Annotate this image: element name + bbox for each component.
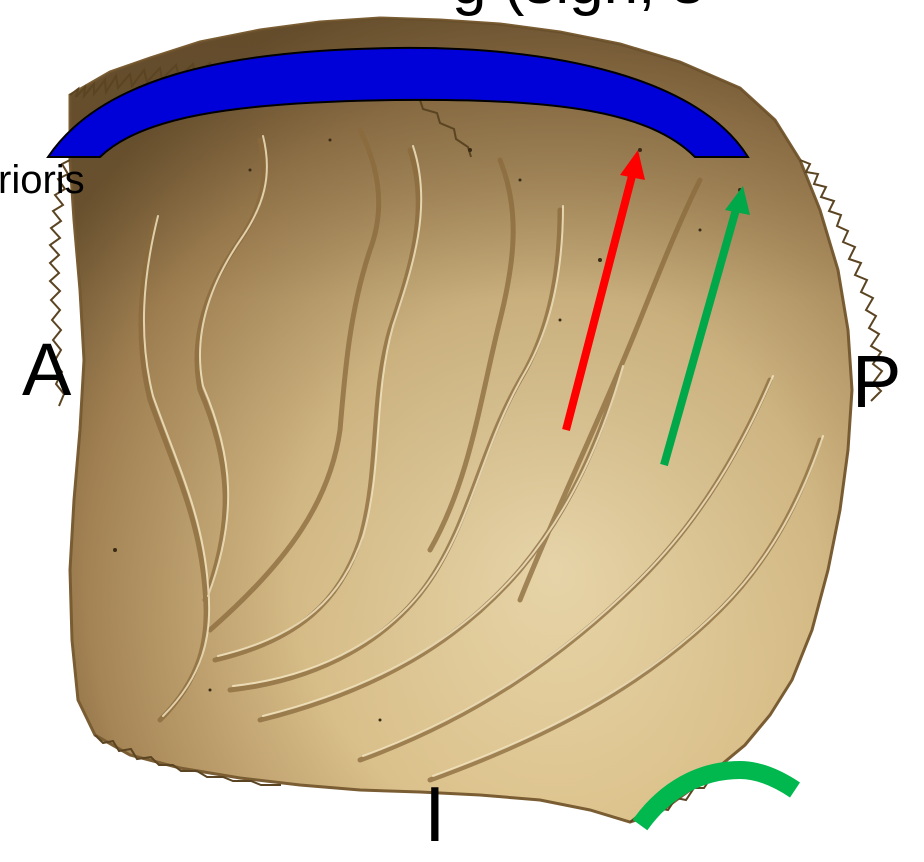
title-fragment: g (sign, s <box>452 0 704 14</box>
sulcus-label-fragment: rioris <box>0 160 85 200</box>
posterior-label: P <box>852 345 901 419</box>
inferior-label: I <box>424 775 446 853</box>
anterior-label: A <box>22 333 71 407</box>
